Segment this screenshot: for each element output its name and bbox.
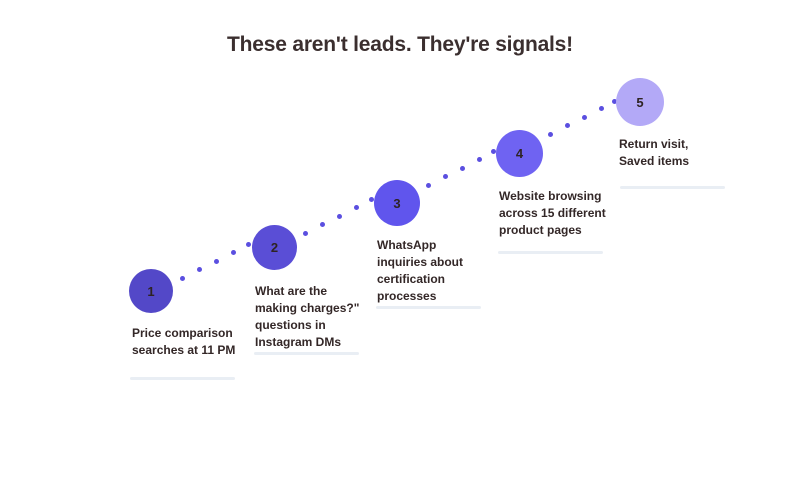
step-divider-2: [254, 352, 359, 355]
step-circle-4[interactable]: 4: [496, 130, 543, 177]
connector-dot: [354, 205, 359, 210]
step-circle-3[interactable]: 3: [374, 180, 420, 226]
connector-dot: [303, 231, 308, 236]
connector-dot: [197, 267, 202, 272]
connector-dot: [337, 214, 342, 219]
connector-dot: [460, 166, 465, 171]
connector-dot: [443, 174, 448, 179]
connector-dot: [548, 132, 553, 137]
connector-dot: [491, 149, 496, 154]
step-label-1: Price comparison searches at 11 PM: [132, 326, 236, 357]
connector-dot: [180, 276, 185, 281]
step-label-2: What are the making charges?" questions …: [255, 284, 360, 349]
connector-dot: [369, 197, 374, 202]
step-circle-1[interactable]: 1: [129, 269, 173, 313]
step-divider-1: [130, 377, 235, 380]
connector-dot: [214, 259, 219, 264]
connector-dot: [612, 99, 617, 104]
step-divider-5: [620, 186, 725, 189]
step-label-4: Website browsing across 15 different pro…: [499, 189, 606, 237]
connector-dot: [246, 242, 251, 247]
connector-dot: [231, 250, 236, 255]
connector-dot: [426, 183, 431, 188]
step-circle-2[interactable]: 2: [252, 225, 297, 270]
connector-dot: [565, 123, 570, 128]
step-divider-3: [376, 306, 481, 309]
connector-dot: [599, 106, 604, 111]
connector-dot: [320, 222, 325, 227]
step-divider-4: [498, 251, 603, 254]
step-circle-5[interactable]: 5: [616, 78, 664, 126]
page-title: These aren't leads. They're signals!: [227, 33, 573, 56]
connector-dot: [477, 157, 482, 162]
connector-dot: [582, 115, 587, 120]
step-label-5: Return visit, Saved items: [619, 137, 690, 168]
step-label-3: WhatsApp inquiries about certification p…: [377, 238, 464, 303]
